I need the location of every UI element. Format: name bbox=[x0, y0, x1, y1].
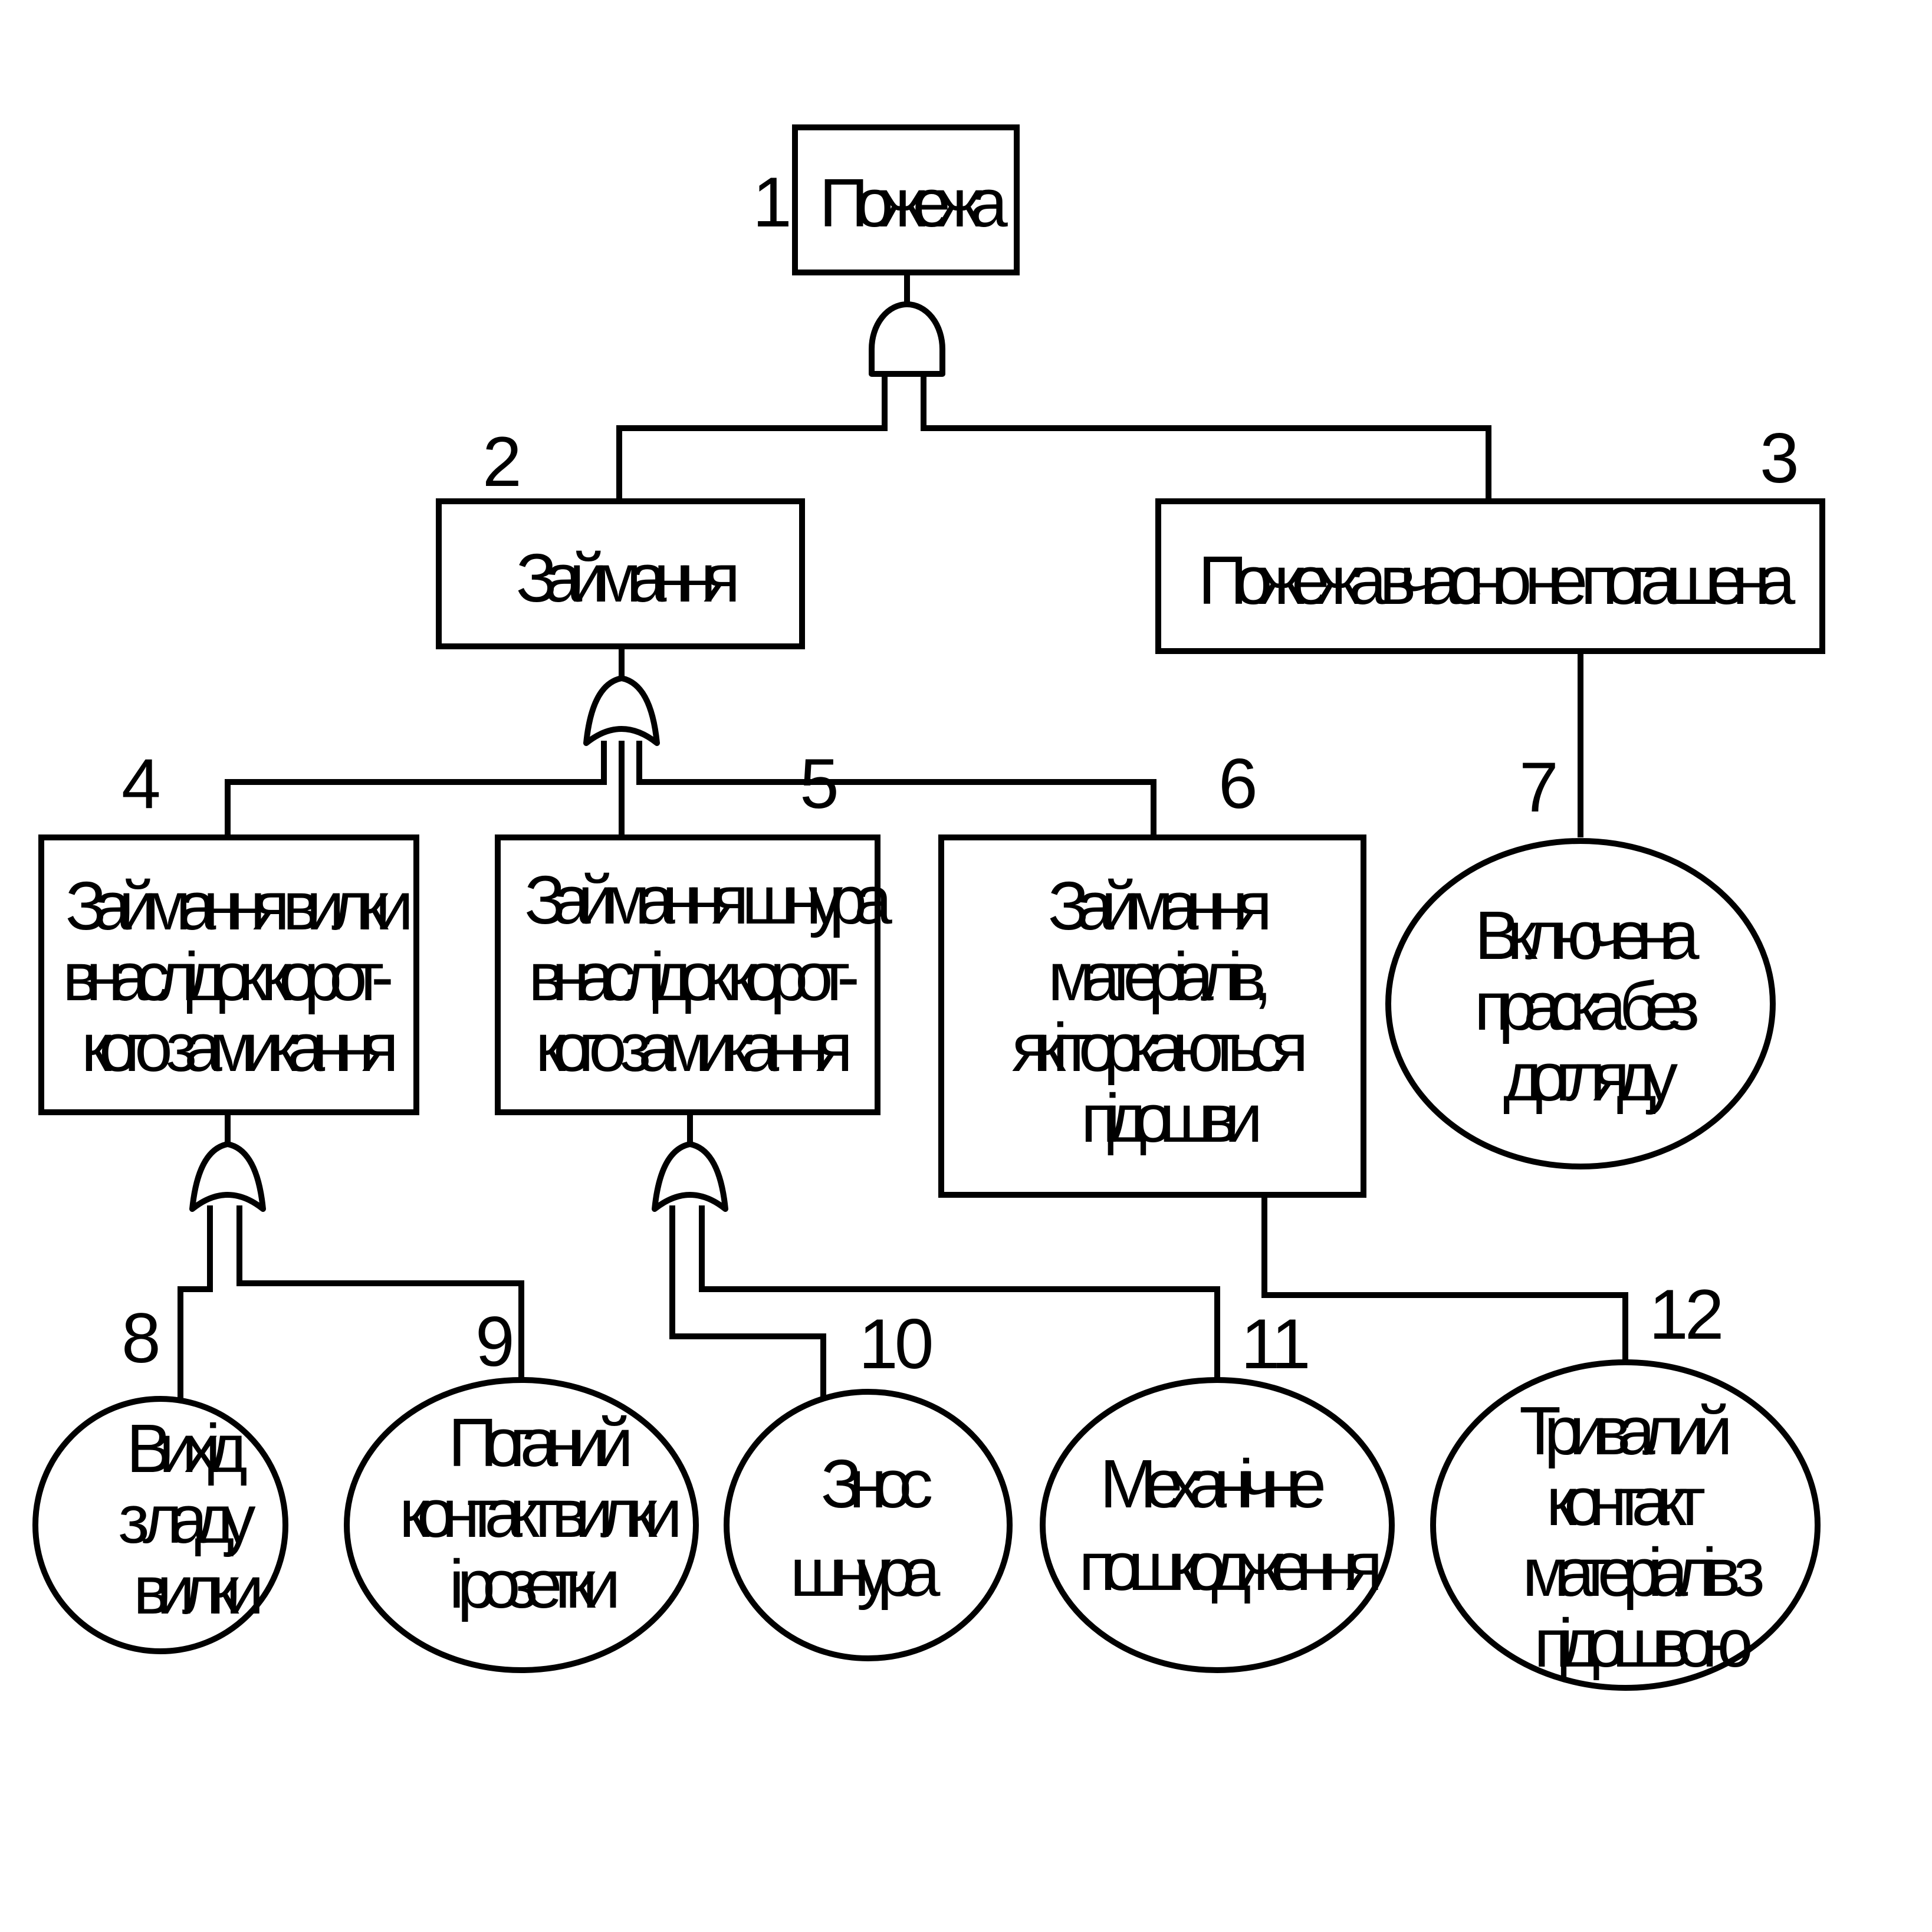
event-label: підошвою bbox=[1534, 1605, 1751, 1681]
event-label: пошкодження bbox=[1079, 1528, 1378, 1605]
event-label: кого замикання bbox=[81, 1009, 394, 1086]
event-ellipse bbox=[724, 1389, 1013, 1661]
wire-gate-e11 bbox=[699, 1205, 1220, 1378]
event-number: 4 bbox=[121, 744, 159, 823]
event-box bbox=[938, 834, 1366, 1198]
event-9: 9 Поганий контакт вилки і розетки bbox=[344, 1302, 699, 1673]
event-label: Поганий bbox=[448, 1404, 629, 1481]
event-4: 4 Займання вилки внаслідок корот- кого з… bbox=[38, 744, 422, 1115]
event-ellipse bbox=[32, 1396, 288, 1654]
event-number: 6 bbox=[1218, 744, 1255, 823]
event-box bbox=[38, 834, 419, 1115]
wire-gate-e4 bbox=[225, 741, 607, 835]
event-label: кого замикання bbox=[535, 1009, 848, 1086]
event-number: 10 bbox=[859, 1305, 932, 1384]
event-box bbox=[436, 498, 805, 649]
event-8: 8 Вихід з ладу вилки bbox=[32, 1299, 288, 1654]
event-label: Тривалий bbox=[1519, 1392, 1728, 1469]
event-box bbox=[495, 834, 880, 1115]
event-label: Займання bbox=[1048, 868, 1268, 944]
event-label: Займання bbox=[516, 540, 736, 616]
or-gate-icon bbox=[189, 1141, 266, 1212]
event-label: з ладу bbox=[118, 1481, 255, 1558]
event-number: 1 bbox=[753, 163, 788, 242]
event-5: 5 Займання шнура внаслідок корот- кого з… bbox=[495, 744, 905, 1115]
event-2: 2 Займання bbox=[436, 422, 805, 649]
event-number: 12 bbox=[1649, 1275, 1721, 1354]
event-number: 9 bbox=[475, 1302, 512, 1381]
wire-gate-e6 bbox=[636, 741, 1156, 835]
event-label: догляду bbox=[1503, 1039, 1678, 1115]
event-label: Механічне bbox=[1100, 1445, 1323, 1522]
wire-gate-e2 bbox=[616, 374, 888, 499]
wire-gate-e10 bbox=[669, 1205, 826, 1407]
event-number: 8 bbox=[121, 1299, 158, 1378]
event-label: Займання вилки bbox=[65, 868, 409, 944]
event-ellipse bbox=[344, 1377, 699, 1673]
event-label: які торкаються bbox=[1011, 1009, 1303, 1086]
event-11: 11 Механічне пошкодження bbox=[1040, 1305, 1395, 1673]
event-label: Включена bbox=[1474, 897, 1700, 974]
event-label: матеріалів з bbox=[1522, 1534, 1762, 1611]
event-label: контакт bbox=[1546, 1463, 1705, 1540]
wire-gate-e3 bbox=[921, 374, 1491, 499]
event-12: 12 Тривалий контакт матеріалів з підошво… bbox=[1430, 1275, 1821, 1691]
wire-gate-e9 bbox=[236, 1205, 524, 1378]
event-10: 10 Знос шнура bbox=[724, 1305, 1013, 1661]
event-label: Вихід bbox=[126, 1410, 247, 1487]
event-1: 1 Пожежа bbox=[753, 124, 1021, 275]
event-label: матеріалів, bbox=[1048, 938, 1266, 1015]
event-label: Знос bbox=[821, 1445, 932, 1522]
event-ellipse bbox=[1430, 1359, 1821, 1691]
connector-lines bbox=[178, 272, 1628, 1407]
wire-gate-e8 bbox=[178, 1205, 213, 1401]
event-box bbox=[792, 124, 1020, 275]
event-label: Пожежа вчасно не погашена bbox=[1198, 542, 1796, 619]
wire-e6-e12 bbox=[1261, 1195, 1628, 1366]
event-label: Займання шнура bbox=[524, 862, 892, 938]
event-label: підошви bbox=[1081, 1080, 1258, 1156]
event-label: контакт вилки bbox=[399, 1475, 678, 1552]
event-box bbox=[1155, 498, 1825, 654]
event-number: 7 bbox=[1519, 748, 1555, 827]
event-number: 3 bbox=[1760, 419, 1796, 498]
event-3: 3 Пожежа вчасно не погашена bbox=[1155, 419, 1825, 654]
event-6: 6 Займання матеріалів, які торкаються пі… bbox=[938, 744, 1366, 1198]
event-label: Пожежа bbox=[819, 165, 1008, 241]
event-label: праска без bbox=[1474, 968, 1697, 1044]
event-number: 5 bbox=[800, 744, 836, 823]
event-ellipse bbox=[1385, 838, 1776, 1169]
event-number: 2 bbox=[482, 422, 518, 501]
event-ellipse bbox=[1040, 1377, 1395, 1673]
event-label: вилки bbox=[133, 1552, 259, 1628]
or-gate-icon bbox=[652, 1141, 728, 1212]
event-label: внаслідок корот- bbox=[528, 938, 857, 1015]
event-7: 7 Включена праска без догляду bbox=[1385, 748, 1776, 1169]
event-label: внаслідок корот- bbox=[63, 938, 391, 1015]
or-gate-icon bbox=[583, 675, 660, 746]
event-number: 11 bbox=[1241, 1305, 1307, 1384]
and-gate-icon bbox=[869, 301, 945, 377]
event-label: і розетки bbox=[449, 1546, 616, 1622]
event-label: шнура bbox=[790, 1534, 941, 1611]
